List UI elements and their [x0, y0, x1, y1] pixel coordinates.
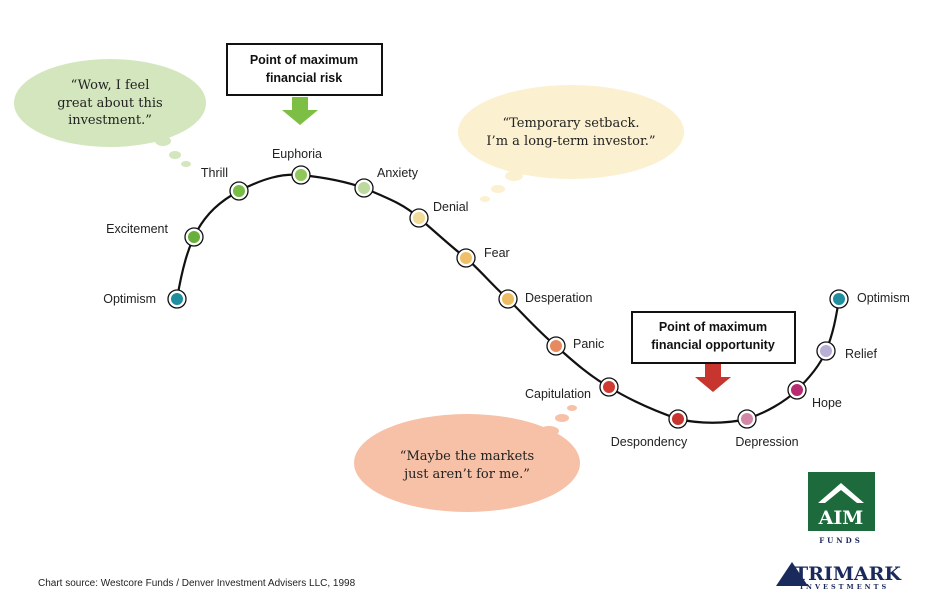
bubble-wow-dot	[181, 161, 191, 167]
stage-marker-dot	[791, 384, 803, 396]
stage-markers	[167, 165, 849, 429]
stage-label-anxiety: Anxiety	[377, 166, 419, 180]
thought-bubble-wow: “Wow, I feel great about this investment…	[14, 59, 206, 167]
max-opportunity-callout: Point of maximum financial opportunity	[631, 311, 796, 392]
stage-marker-dot	[502, 293, 514, 305]
stage-marker-dot	[741, 413, 753, 425]
bubble-wow-dot	[155, 136, 171, 146]
bubble-setback-line2: I’m a long-term investor.”	[486, 134, 655, 149]
bubble-setback-dot	[505, 171, 523, 181]
max-risk-box	[226, 43, 383, 96]
stage-label-excitement: Excitement	[106, 222, 168, 236]
bubble-wow-dot	[169, 151, 181, 159]
stage-marker-dot	[188, 231, 200, 243]
stage-label-euphoria: Euphoria	[272, 147, 322, 161]
bubble-maybe-body	[354, 414, 580, 512]
bubble-maybe-dot	[567, 405, 577, 411]
bubble-maybe-dot	[539, 426, 559, 436]
stage-marker-dot	[603, 381, 615, 393]
thought-bubble-setback: “Temporary setback. I’m a long-term inve…	[458, 85, 684, 202]
thought-bubble-maybe: “Maybe the markets just aren’t for me.”	[354, 405, 580, 512]
trimark-logo-text: TRIMARK	[794, 563, 902, 585]
bubble-wow-line3: investment.”	[68, 113, 152, 128]
stage-label-thrill: Thrill	[201, 166, 228, 180]
stage-label-hope: Hope	[812, 396, 842, 410]
bubble-wow-body	[14, 59, 206, 147]
stage-marker-dot	[413, 212, 425, 224]
stage-marker-dot	[833, 293, 845, 305]
stage-label-optimism-end: Optimism	[857, 291, 910, 305]
stage-marker-dot	[295, 169, 307, 181]
stage-label-despondency: Despondency	[611, 435, 688, 449]
bubble-maybe-line1: “Maybe the markets	[400, 449, 534, 464]
max-opportunity-line2: financial opportunity	[651, 338, 775, 352]
max-risk-callout: Point of maximum financial risk	[226, 43, 383, 125]
stage-marker-dot	[550, 340, 562, 352]
stage-label-desperation: Desperation	[525, 291, 592, 305]
max-risk-line1: Point of maximum	[250, 53, 358, 67]
stage-label-denial: Denial	[433, 200, 468, 214]
max-risk-line2: financial risk	[266, 71, 342, 85]
stage-label-capitulation: Capitulation	[525, 387, 591, 401]
bubble-setback-dot	[480, 196, 490, 202]
bubble-wow-line2: great about this	[57, 96, 162, 111]
stage-labels: Optimism Excitement Thrill Euphoria Anxi…	[103, 147, 910, 449]
chart-source: Chart source: Westcore Funds / Denver In…	[38, 578, 356, 589]
stage-marker-dot	[233, 185, 245, 197]
stage-marker-dot	[672, 413, 684, 425]
bubble-maybe-dot	[555, 414, 569, 422]
stage-label-relief: Relief	[845, 347, 877, 361]
aim-house-icon	[818, 483, 864, 503]
max-opportunity-line1: Point of maximum	[659, 320, 767, 334]
stage-marker-dot	[820, 345, 832, 357]
bubble-setback-dot	[491, 185, 505, 193]
down-arrow-icon	[695, 364, 731, 392]
aim-logo-text: AIM	[818, 507, 864, 529]
stage-marker-dot	[358, 182, 370, 194]
aim-logo-box	[808, 472, 875, 531]
stage-label-panic: Panic	[573, 337, 604, 351]
bubble-wow-line1: “Wow, I feel	[71, 78, 150, 93]
stage-label-depression: Depression	[735, 435, 798, 449]
aim-funds-logo: AIM FUNDS	[808, 472, 875, 545]
bubble-maybe-line2: just aren’t for me.”	[402, 467, 530, 482]
down-arrow-icon	[282, 97, 318, 125]
stage-label-fear: Fear	[484, 246, 510, 260]
aim-logo-subtext: FUNDS	[819, 536, 863, 545]
trimark-triangle-icon	[776, 562, 808, 586]
stage-label-optimism-start: Optimism	[103, 292, 156, 306]
stage-marker-dot	[460, 252, 472, 264]
trimark-logo-subtext: INVESTMENTS	[800, 583, 889, 591]
stage-marker-dot	[171, 293, 183, 305]
bubble-setback-body	[458, 85, 684, 179]
trimark-investments-logo: TRIMARK INVESTMENTS	[776, 562, 902, 591]
max-opportunity-box	[631, 311, 796, 364]
bubble-setback-line1: “Temporary setback.	[502, 116, 639, 131]
